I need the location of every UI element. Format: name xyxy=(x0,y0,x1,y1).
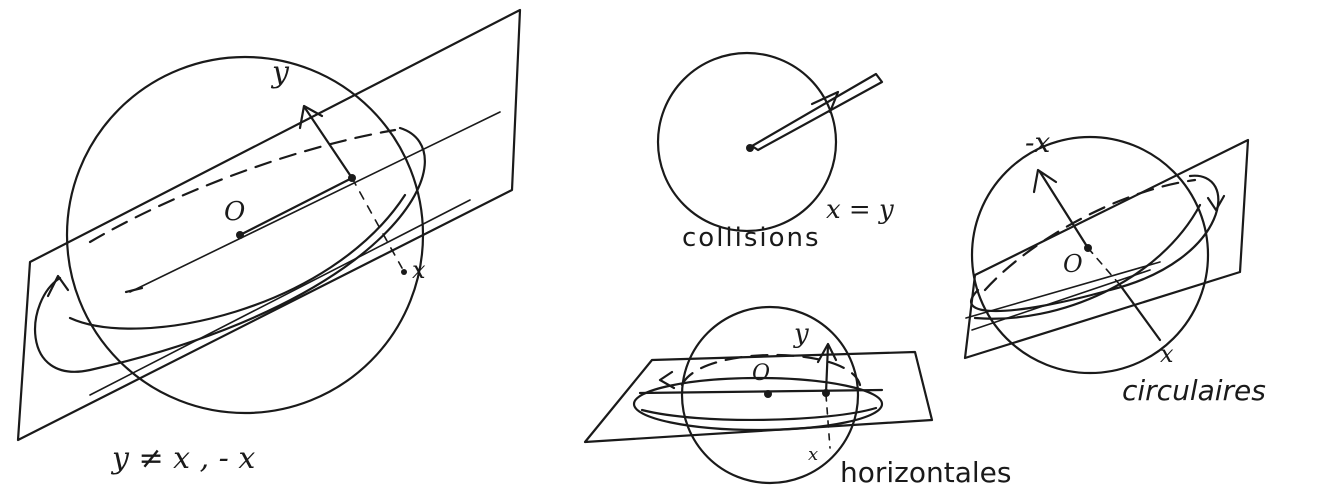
horizontal-orbit-arrowhead xyxy=(658,370,676,390)
figure-circular: -x O x circulaires xyxy=(963,126,1266,407)
circular-dash xyxy=(1087,247,1121,286)
circular-chord xyxy=(965,261,1161,319)
x-dot xyxy=(401,269,407,275)
circular-orbit xyxy=(970,174,1220,313)
caption-circular: circulaires xyxy=(1122,374,1266,407)
chord-line-back xyxy=(89,199,471,396)
figure-collisions: x = y collisions xyxy=(656,51,894,253)
horizontal-label-y: y xyxy=(793,319,809,349)
x-dash-line xyxy=(351,177,403,269)
sphere-collisions xyxy=(656,51,838,233)
sphere-horizontal xyxy=(680,305,860,485)
circular-minus-x-vector xyxy=(1038,170,1090,250)
circular-label-x: x xyxy=(1160,340,1174,368)
horizontal-y-arrowhead xyxy=(816,342,838,364)
horizontal-center-dot xyxy=(764,390,772,398)
chord-line xyxy=(129,111,501,293)
sphere-circular xyxy=(970,135,1210,375)
caption-general: y ≠ x , - x xyxy=(110,441,255,476)
horizontal-y-vector xyxy=(824,343,830,395)
center-dot xyxy=(236,231,244,239)
horizontal-orbit-inner xyxy=(640,406,878,422)
caption-horizontal: horizontales xyxy=(840,456,1011,489)
horizontal-orbit xyxy=(632,376,884,432)
label-x-equals-y: x = y xyxy=(826,195,894,225)
caption-collisions: collisions xyxy=(682,223,821,253)
circular-label-origin: O xyxy=(1063,250,1083,278)
label-x: x xyxy=(412,256,426,284)
circular-label-minus-x: -x xyxy=(1025,126,1050,159)
sphere xyxy=(65,55,425,415)
horizontal-x-dash xyxy=(825,394,831,449)
circular-equator-front xyxy=(973,203,1202,320)
circular-plane xyxy=(963,138,1250,360)
orbit-arrowhead-left xyxy=(46,274,70,298)
equator-back xyxy=(88,128,397,244)
radius-line xyxy=(238,176,354,237)
circular-orbit-arrowhead xyxy=(1206,194,1226,212)
y-vector-arrowhead xyxy=(298,104,324,130)
orbit-ring xyxy=(34,126,426,373)
y-vector xyxy=(303,106,354,180)
tilted-plane xyxy=(16,8,522,442)
circular-minus-x-arrowhead xyxy=(1032,168,1058,194)
label-origin: O xyxy=(224,197,245,227)
circular-equator-back xyxy=(983,178,1197,292)
label-y: y xyxy=(270,55,290,90)
horizontal-radius xyxy=(638,388,884,395)
circular-chord-2 xyxy=(971,269,1151,331)
horizontal-label-x: x xyxy=(808,444,818,465)
horizontal-label-origin: O xyxy=(752,361,770,386)
equator-front xyxy=(68,193,407,330)
collision-pointer-arrowhead xyxy=(810,90,840,114)
circular-x-axis xyxy=(1118,283,1162,342)
equator-tick xyxy=(124,286,144,294)
figure-horizontal: y O x horizontales xyxy=(583,305,1011,489)
figure-general: y O x y ≠ x , - x xyxy=(16,8,522,476)
